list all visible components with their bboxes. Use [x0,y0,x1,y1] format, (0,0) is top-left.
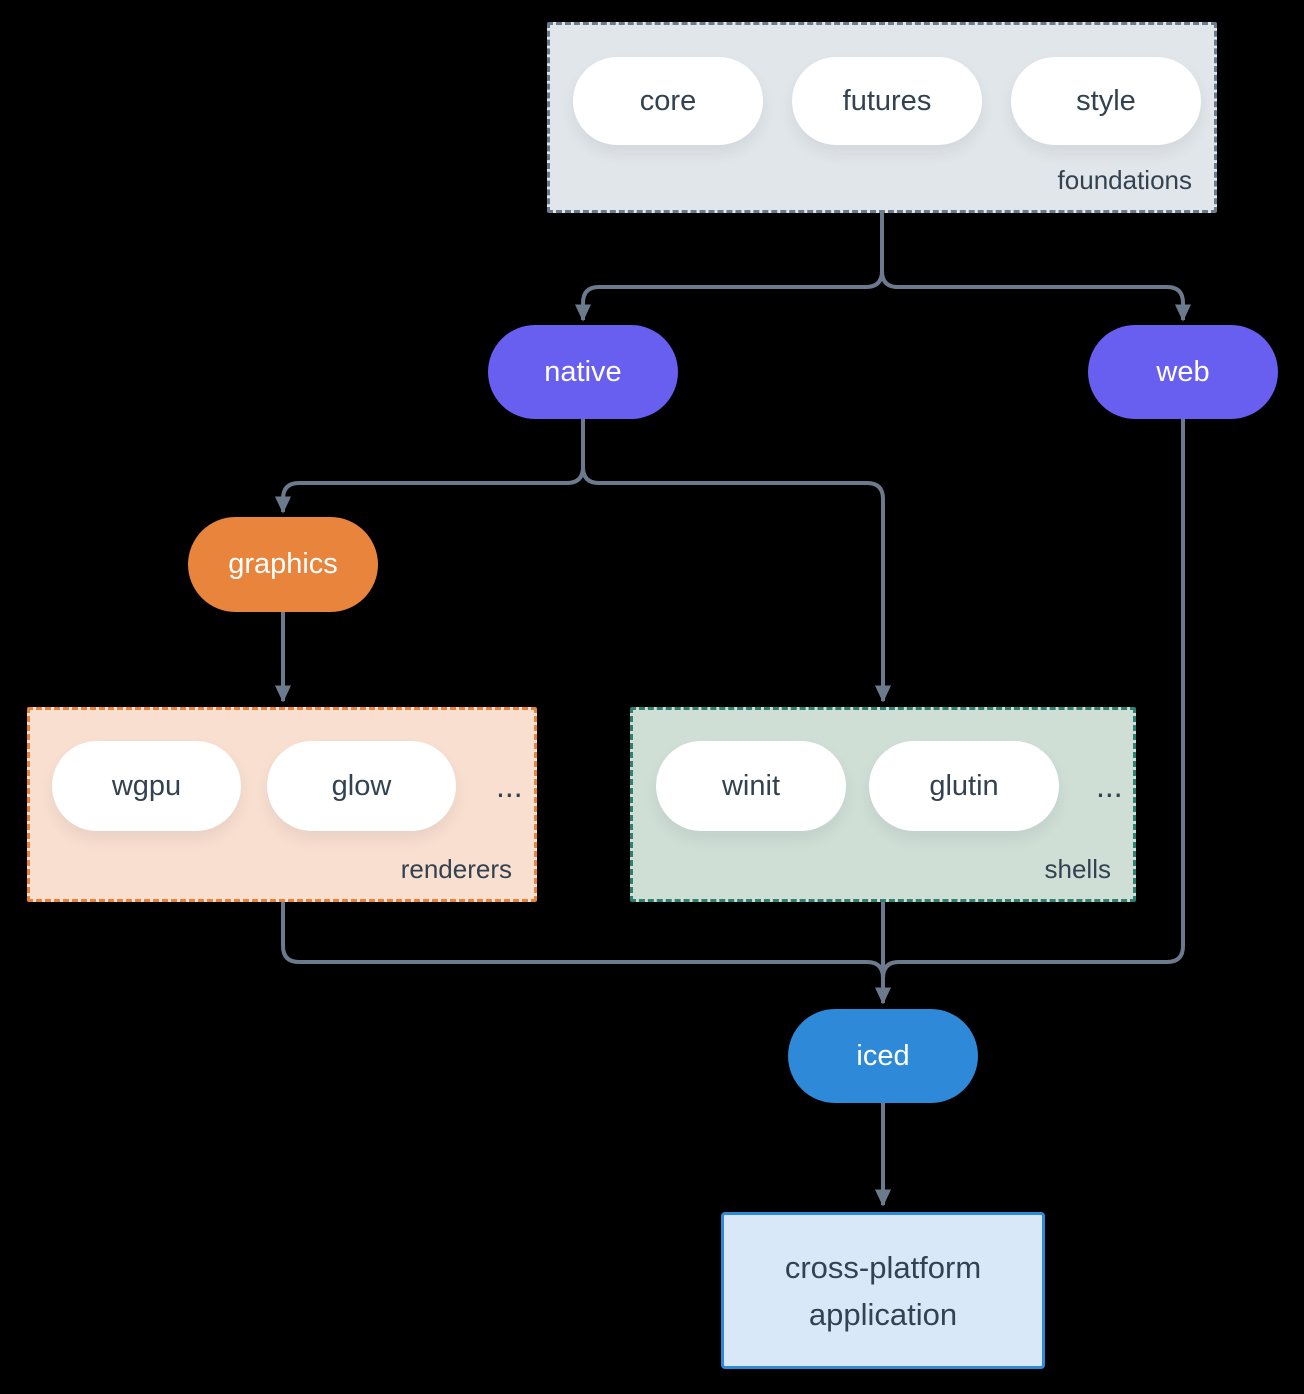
shells-ellipsis: ... [1096,767,1123,804]
node-style: style [1011,57,1201,145]
node-glow: glow [267,741,456,831]
renderers-group-label: renderers [400,854,512,884]
node-native: native [488,325,678,419]
application-label-line2: application [808,1296,958,1332]
node-glow-label: glow [331,769,392,802]
renderers-group: wgpu glow ... renderers [27,707,537,902]
edge-web-iced [881,419,1185,988]
node-futures-label: futures [842,84,932,117]
node-graphics: graphics [188,517,378,612]
shells-group-label: shells [1044,854,1111,884]
edge-foundations-web [880,213,1192,322]
edge-native-shells [581,419,892,703]
node-graphics-label: graphics [228,548,338,580]
node-winit: winit [656,741,846,831]
node-wgpu-label: wgpu [111,769,182,802]
node-winit-label: winit [721,769,780,802]
node-glutin-label: glutin [929,769,999,802]
edge-foundations-native [574,213,884,322]
node-web-label: web [1156,355,1210,388]
node-cross-platform-application: cross-platform application [721,1212,1045,1369]
node-native-label: native [544,355,622,388]
edge-native-graphics [274,419,585,514]
foundations-group-label: foundations [1057,165,1192,195]
node-core: core [573,57,763,145]
node-glutin: glutin [869,741,1059,831]
application-label-line1: cross-platform [784,1249,982,1285]
node-style-label: style [1076,84,1136,117]
node-iced: iced [788,1009,978,1103]
node-futures: futures [792,57,982,145]
node-iced-label: iced [856,1039,910,1072]
node-core-label: core [639,84,697,117]
shells-group: winit glutin ... shells [630,707,1136,902]
node-wgpu: wgpu [52,741,241,831]
edge-renderers-iced [281,902,885,988]
renderers-ellipsis: ... [496,767,523,804]
node-web: web [1088,325,1278,419]
foundations-group: core futures style foundations [547,22,1217,213]
